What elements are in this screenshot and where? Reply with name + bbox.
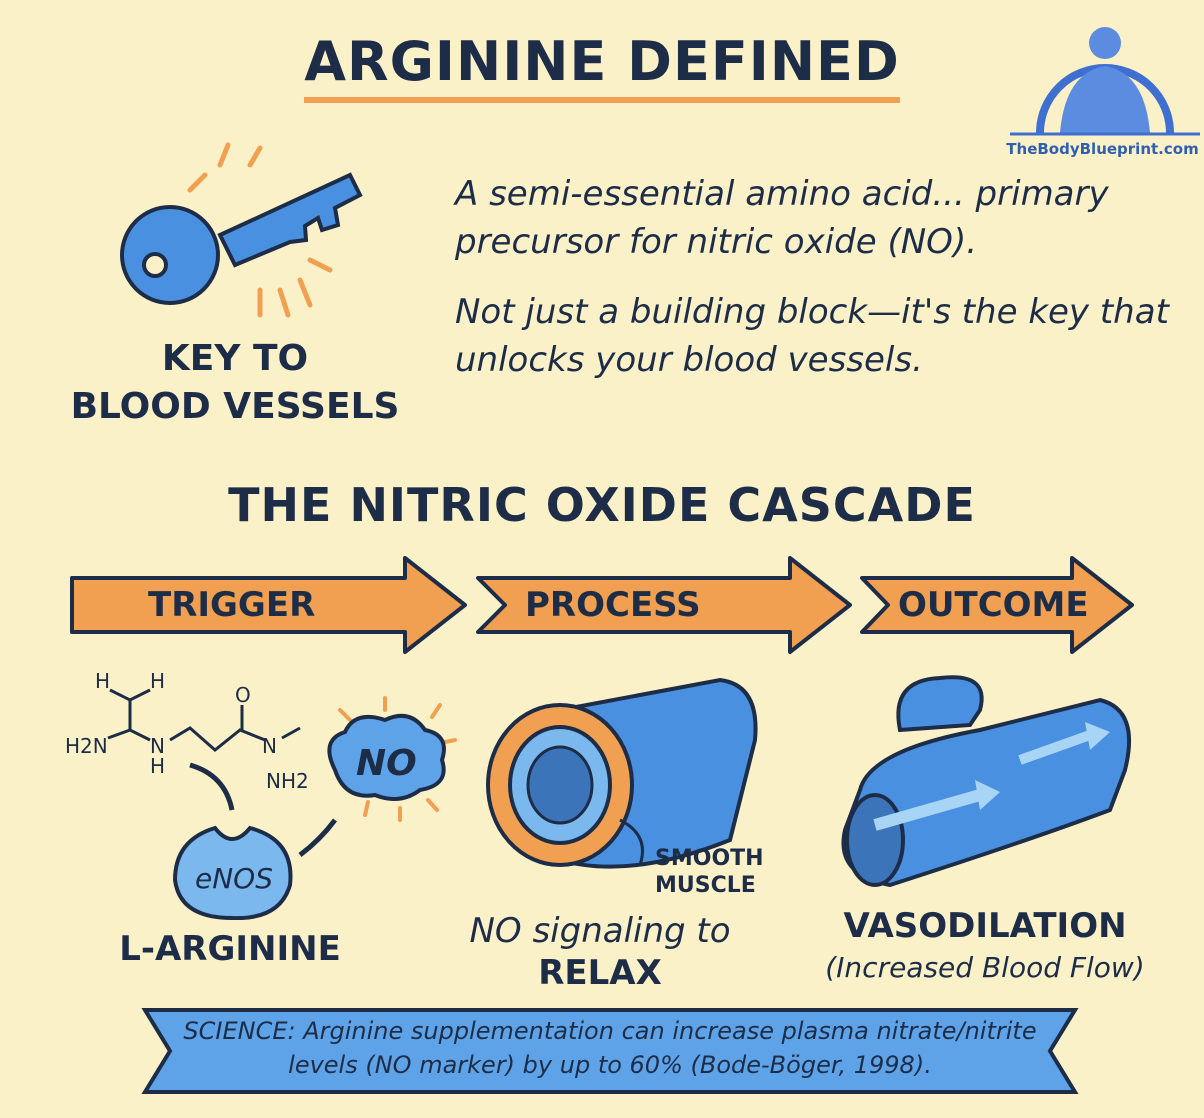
svg-text:NO: NO xyxy=(356,743,417,784)
svg-text:H: H xyxy=(150,754,165,778)
logo-text: TheBodyBlueprint.com xyxy=(1006,140,1199,158)
blood-vessel-icon: SMOOTH MUSCLE xyxy=(486,677,764,898)
no-cloud xyxy=(327,713,446,801)
arginine-molecule-diagram: H H H2N N H O N NH2 eNOS NO xyxy=(65,669,457,920)
cascade-title: THE NITRIC OXIDE CASCADE xyxy=(228,478,976,532)
svg-text:H: H xyxy=(95,669,110,693)
dilated-vessel-icon xyxy=(841,675,1132,888)
trigger-caption: L-ARGININE xyxy=(119,929,341,969)
process-arrow xyxy=(476,556,852,654)
svg-text:NH2: NH2 xyxy=(266,769,309,793)
outcome-arrow xyxy=(860,556,1134,654)
outcome-caption: VASODILATION (Increased Blood Flow) xyxy=(825,906,1145,984)
svg-text:O: O xyxy=(235,683,251,707)
page-title: ARGININE DEFINED xyxy=(0,30,1204,103)
key-icon xyxy=(120,142,363,318)
logo-icon xyxy=(1010,27,1200,136)
definition-text: A semi-essential amino acid... primary p… xyxy=(455,174,1169,380)
svg-text:N: N xyxy=(150,734,165,758)
cascade-arrows xyxy=(70,556,1134,654)
svg-text:MUSCLE: MUSCLE xyxy=(655,873,756,898)
process-caption: NO signaling to RELAX xyxy=(469,911,731,993)
svg-text:eNOS: eNOS xyxy=(195,862,273,895)
svg-text:H2N: H2N xyxy=(65,734,108,758)
svg-text:SMOOTH: SMOOTH xyxy=(655,846,764,871)
step-process-label: PROCESS xyxy=(525,585,701,625)
step-outcome-label: OUTCOME xyxy=(898,585,1089,625)
svg-text:N: N xyxy=(262,734,277,758)
key-caption: KEY TO BLOOD VESSELS xyxy=(70,338,400,427)
science-banner-text: SCIENCE: Arginine supplementation can in… xyxy=(183,1017,1037,1079)
science-banner xyxy=(141,1008,1079,1094)
svg-text:H: H xyxy=(150,669,165,693)
trigger-arrow xyxy=(70,556,467,654)
enos-enzyme xyxy=(172,825,293,920)
step-trigger-label: TRIGGER xyxy=(148,585,316,625)
